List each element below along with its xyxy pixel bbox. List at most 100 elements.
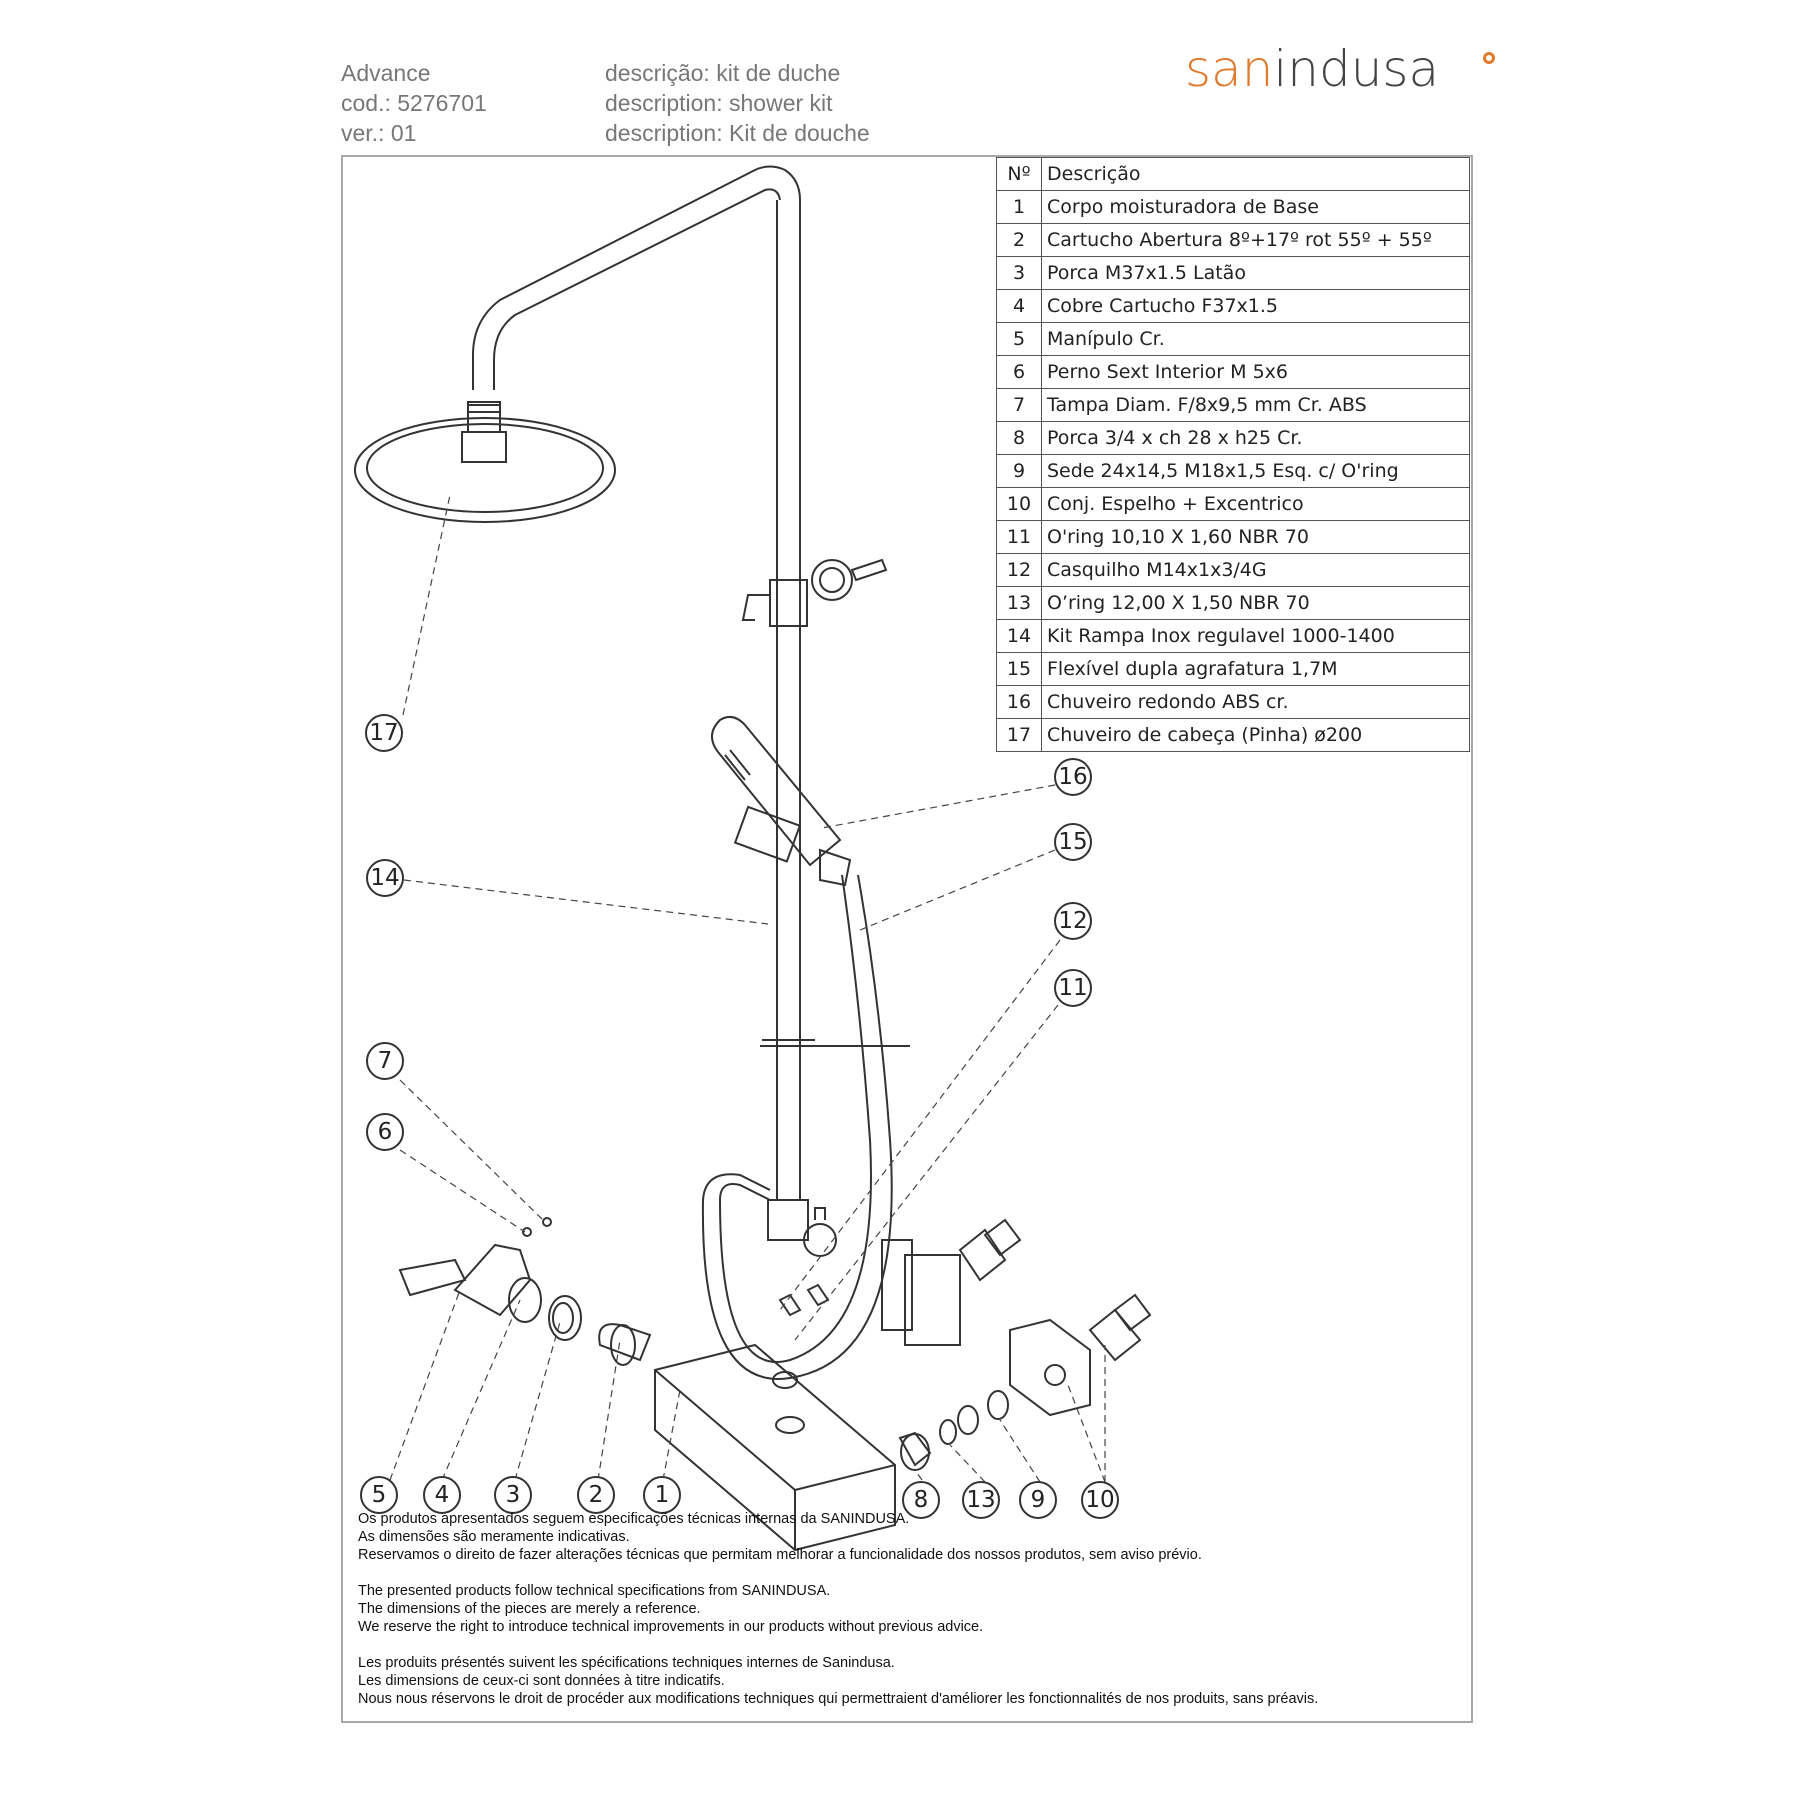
diverter-assembly	[767, 1199, 1022, 1346]
part-number: 1	[996, 190, 1042, 224]
logo-text-san: san	[1185, 40, 1274, 98]
part-number: 7	[996, 388, 1042, 422]
callout-15: 15	[1054, 823, 1092, 861]
part-number: 10	[996, 487, 1042, 521]
column-header-number: Nº	[996, 157, 1042, 191]
part-description: Corpo moisturadora de Base	[1041, 190, 1470, 224]
callout-11: 11	[1054, 969, 1092, 1007]
hand-shower	[711, 715, 852, 887]
part-number: 4	[996, 289, 1042, 323]
part-description: Porca M37x1.5 Latão	[1041, 256, 1470, 290]
product-version: ver.: 01	[341, 120, 417, 146]
part-description: Chuveiro redondo ABS cr.	[1041, 685, 1470, 719]
part-description: O'ring 10,10 X 1,60 NBR 70	[1041, 520, 1470, 554]
callout-3: 3	[494, 1476, 532, 1514]
note-line: Nous nous réservons le droit de procéder…	[358, 1691, 1319, 1707]
description-en: description: shower kit	[605, 90, 833, 116]
logo-text-indusa: indusa	[1273, 40, 1440, 98]
callout-2: 2	[577, 1476, 615, 1514]
notes-english: The presented products follow technical …	[358, 1582, 1458, 1636]
callout-13: 13	[962, 1481, 1000, 1519]
part-number: 15	[996, 652, 1042, 686]
part-number: 11	[996, 520, 1042, 554]
part-number: 5	[996, 322, 1042, 356]
callout-1: 1	[643, 1476, 681, 1514]
callout-4: 4	[423, 1476, 461, 1514]
description-fr: description: Kit de douche	[605, 120, 870, 146]
head-shower	[354, 401, 616, 523]
callout-10: 10	[1081, 1481, 1119, 1519]
mixer-body	[654, 1343, 896, 1552]
part-number: 12	[996, 553, 1042, 587]
callout-12: 12	[1054, 902, 1092, 940]
part-description: Chuveiro de cabeça (Pinha) ø200	[1041, 718, 1470, 752]
leader-lines	[389, 494, 1106, 1483]
callout-6: 6	[366, 1113, 404, 1151]
note-line: Les dimensions de ceux-ci sont données à…	[358, 1673, 725, 1689]
flexible-hose	[701, 874, 893, 1380]
part-description: Casquilho M14x1x3/4G	[1041, 553, 1470, 587]
part-description: Tampa Diam. F/8x9,5 mm Cr. ABS	[1041, 388, 1470, 422]
cartridge-parts	[398, 1217, 652, 1366]
callout-14: 14	[366, 859, 404, 897]
part-description: Perno Sext Interior M 5x6	[1041, 355, 1470, 389]
product-code: cod.: 5276701	[341, 90, 487, 116]
callout-16: 16	[1054, 758, 1092, 796]
callout-8: 8	[902, 1481, 940, 1519]
part-description: Conj. Espelho + Excentrico	[1041, 487, 1470, 521]
part-number: 6	[996, 355, 1042, 389]
note-line: We reserve the right to introduce techni…	[358, 1619, 984, 1635]
header-left: Advance cod.: 5276701 ver.: 01	[341, 58, 487, 148]
sanindusa-logo: sanindusa	[1185, 40, 1495, 98]
part-number: 17	[996, 718, 1042, 752]
header-descriptions: descrição: kit de duche description: sho…	[605, 58, 870, 148]
note-line: Reservamos o direito de fazer alterações…	[358, 1547, 1202, 1563]
drawing-frame	[341, 155, 1473, 1723]
note-line: The dimensions of the pieces are merely …	[358, 1601, 701, 1617]
description-pt: descrição: kit de duche	[605, 60, 841, 86]
notes-french: Les produits présentés suivent les spéci…	[358, 1654, 1458, 1708]
part-number: 14	[996, 619, 1042, 653]
column-header-description: Descrição	[1041, 157, 1470, 191]
callout-9: 9	[1019, 1481, 1057, 1519]
part-description: Kit Rampa Inox regulavel 1000-1400	[1041, 619, 1470, 653]
part-number: 8	[996, 421, 1042, 455]
part-number: 16	[996, 685, 1042, 719]
note-line: Les produits présentés suivent les spéci…	[358, 1655, 895, 1671]
part-number: 2	[996, 223, 1042, 257]
callout-7: 7	[366, 1042, 404, 1080]
part-description: Flexível dupla agrafatura 1,7M	[1041, 652, 1470, 686]
notes-portuguese: Os produtos apresentados seguem especifi…	[358, 1510, 1458, 1564]
callout-5: 5	[360, 1476, 398, 1514]
logo-mark-icon	[1483, 52, 1495, 64]
product-name: Advance	[341, 60, 431, 86]
table-header-row: Nº Descrição	[996, 157, 1470, 191]
part-number: 3	[996, 256, 1042, 290]
disclaimer-notes: Os produtos apresentados seguem especifi…	[358, 1510, 1458, 1726]
callout-17: 17	[365, 714, 403, 752]
note-line: As dimensões são meramente indicativas.	[358, 1529, 630, 1545]
part-description: Manípulo Cr.	[1041, 322, 1470, 356]
part-description: Porca 3/4 x ch 28 x h25 Cr.	[1041, 421, 1470, 455]
part-description: Cobre Cartucho F37x1.5	[1041, 289, 1470, 323]
shower-arm	[472, 165, 801, 390]
part-description: Sede 24x14,5 M18x1,5 Esq. c/ O'ring	[1041, 454, 1470, 488]
part-number: 13	[996, 586, 1042, 620]
part-description: O’ring 12,00 X 1,50 NBR 70	[1041, 586, 1470, 620]
